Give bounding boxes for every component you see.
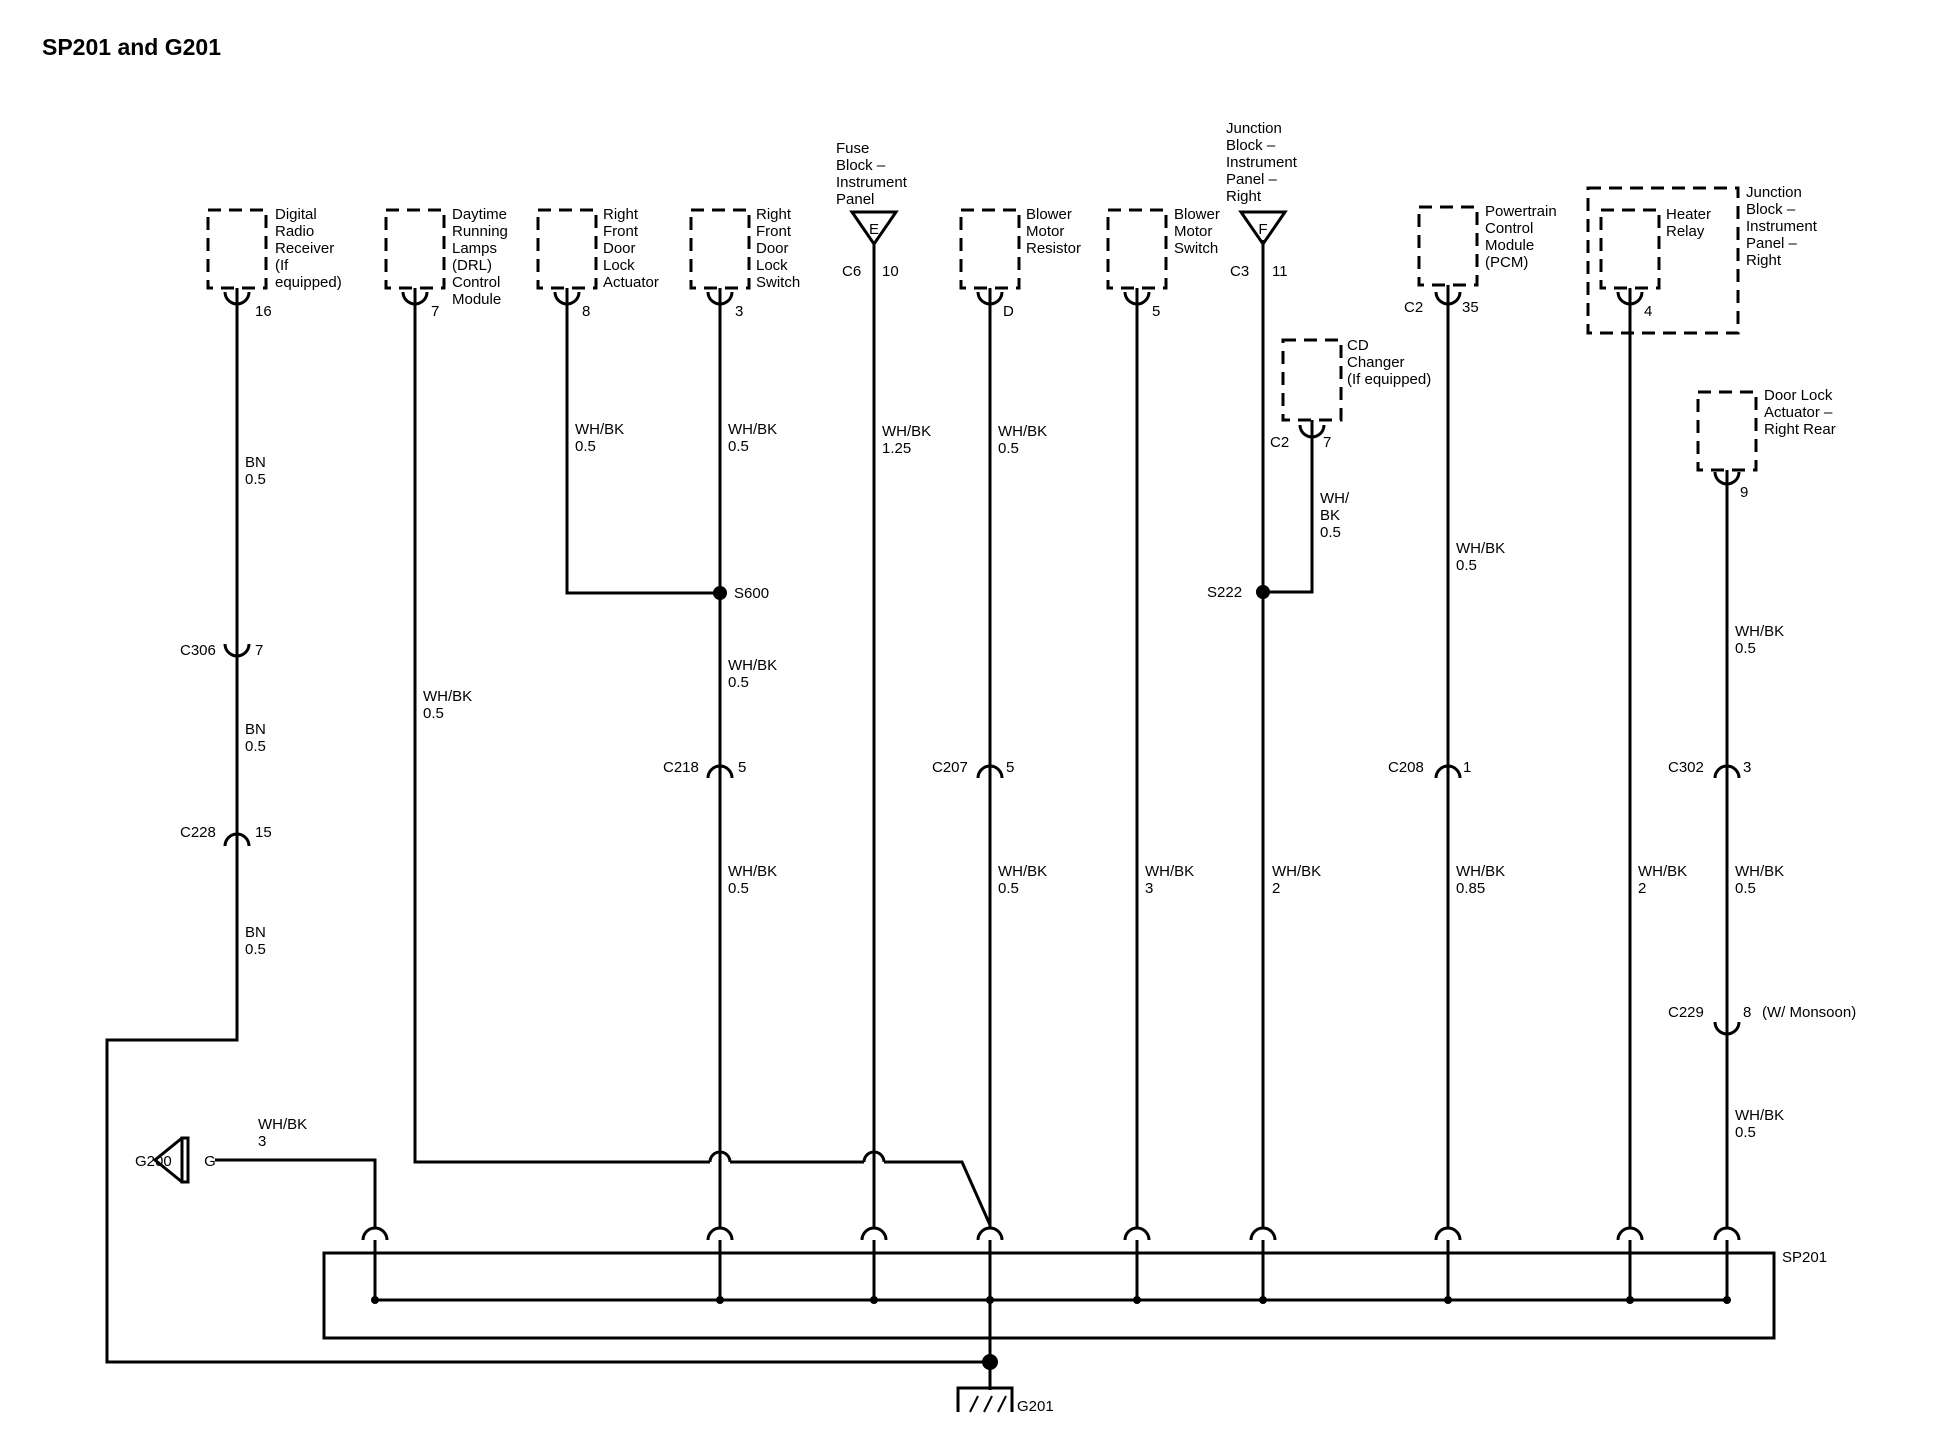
g200-terminal-letter: G [204,1153,216,1170]
pin-pcm: 35 [1462,299,1479,316]
wires [105,240,1729,1390]
connector-c306-pin: 7 [255,642,263,659]
pin-heater-relay: 4 [1644,303,1652,320]
pin-blower-switch: 5 [1152,303,1160,320]
g200-terminal [152,1136,190,1184]
connector-c229-pin: 8 [1743,1004,1751,1021]
g201-junction-dot [982,1354,998,1370]
s222-splice-dot [1256,585,1270,599]
splice-sp201: SP201 [1782,1249,1827,1266]
label-door-lock-rr: Door Lock Actuator – Right Rear [1764,387,1837,438]
label-rf-door-lock-actuator: Right Front Door Lock Actuator [603,206,659,291]
connector-c302-pin: 3 [1743,759,1751,776]
connector-c207-pin: 5 [1006,759,1014,776]
junction-terminal-letter: F [1258,221,1267,238]
connector-c218-pin: 5 [738,759,746,776]
label-cd-changer: CD Changer (If equipped) [1347,337,1431,388]
diagram-title: SP201 and G201 [42,34,221,60]
connector-c208: C208 [1388,759,1424,776]
connector-c229-note: (W/ Monsoon) [1762,1004,1856,1021]
connector-c306: C306 [180,642,216,659]
label-digital-radio: Digital Radio Receiver (If equipped) [275,206,342,291]
component-boxes [206,186,1758,472]
splice-s600: S600 [734,585,769,602]
connector-c228-pin: 15 [255,824,272,841]
fuse-block-terminal [849,210,899,247]
connector-c302: C302 [1668,759,1704,776]
ground-g201: G201 [1017,1398,1054,1415]
connector-symbols [223,285,1741,1241]
connector-c229: C229 [1668,1004,1704,1021]
label-junction-block-right: Junction Block – Instrument Panel – Righ… [1746,184,1821,269]
pin-blower-resistor: D [1003,303,1014,320]
pin-rf-actuator: 8 [582,303,590,320]
label-drl-module: Daytime Running Lamps (DRL) Control Modu… [452,206,512,308]
fuse-block-terminal-letter: E [869,221,879,238]
connector-junction-top: C3 [1230,263,1249,280]
pin-cd-changer: 7 [1323,434,1331,451]
junction-block-terminal [1238,210,1288,247]
g201-ground-icon [956,1386,1014,1413]
label-junction-block-top: Junction Block – Instrument Panel – Righ… [1226,120,1301,205]
label-rf-door-lock-switch: Right Front Door Lock Switch [756,206,800,291]
pin-drl: 7 [431,303,439,320]
pin-door-lock-rr: 9 [1740,484,1748,501]
pin-junction-top: 11 [1272,263,1288,280]
connector-fuse-block: C6 [842,263,861,280]
label-pcm: Powertrain Control Module (PCM) [1485,203,1561,271]
connector-pcm: C2 [1404,299,1423,316]
splice-s222: S222 [1207,584,1242,601]
label-blower-motor-switch: Blower Motor Switch [1174,206,1224,257]
connector-c207: C207 [932,759,968,776]
pin-rf-switch: 3 [735,303,743,320]
pin-radio: 16 [255,303,272,320]
connector-c208-pin: 1 [1463,759,1471,776]
connector-c228: C228 [180,824,216,841]
label-heater-relay: Heater Relay [1666,206,1715,240]
label-blower-motor-resistor: Blower Motor Resistor [1026,206,1081,257]
pin-fuse-block: 10 [882,263,899,280]
ground-g200: G200 [135,1153,172,1170]
connector-cd-changer: C2 [1270,434,1289,451]
sp201-splice-pack [322,1251,1776,1340]
connector-c218: C218 [663,759,699,776]
s600-splice-dot [713,586,727,600]
label-fuse-block: Fuse Block – Instrument Panel [836,140,911,208]
